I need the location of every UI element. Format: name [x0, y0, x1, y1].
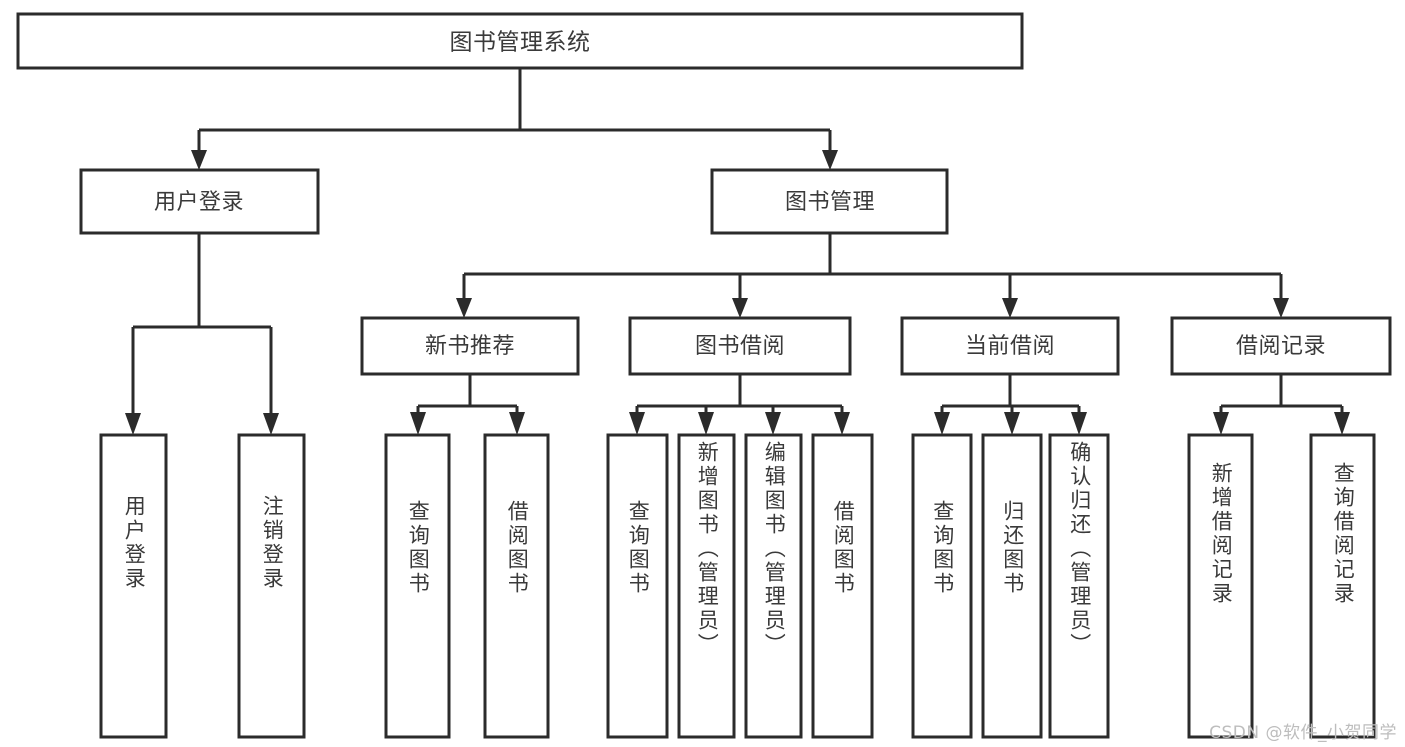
node-borrowing-record[interactable]: 借阅记录	[1170, 316, 1392, 376]
arrow-head-leaf-confirm-return	[1071, 412, 1087, 435]
arrow-head-leaf-add-record	[1213, 412, 1229, 435]
node-book-borrowing[interactable]: 图书借阅	[628, 316, 852, 376]
arrow-head-user-login	[191, 150, 207, 170]
node-user-login[interactable]: 用户登录	[79, 168, 320, 235]
leaf-box-logout[interactable]	[237, 433, 306, 739]
arrow-head-leaf-edit-book	[765, 412, 781, 435]
arrow-head-current-borrow	[1002, 298, 1018, 318]
arrow-head-book-borrow	[732, 298, 748, 318]
arrow-head-leaf-query-record	[1334, 412, 1350, 435]
node-book-management-label: 图书管理	[785, 190, 875, 215]
leaf-box-edit-book[interactable]	[744, 433, 803, 739]
leaf-box-query-book-3[interactable]	[911, 433, 973, 739]
leaf-box-layer	[99, 433, 1376, 739]
arrow-head-leaf-query-book-2	[629, 412, 645, 435]
node-current-borrowing-box[interactable]	[900, 316, 1120, 376]
leaf-box-confirm-return[interactable]	[1048, 433, 1110, 739]
node-root-label: 图书管理系统	[450, 30, 591, 56]
node-new-book-recommendation[interactable]: 新书推荐	[360, 316, 580, 376]
leaf-box-add-record[interactable]	[1187, 433, 1254, 739]
leaf-box-borrow-book-2[interactable]	[811, 433, 874, 739]
node-root-book-management-system[interactable]: 图书管理系统	[16, 12, 1024, 70]
node-user-login-label: 用户登录	[154, 190, 244, 215]
node-root-box[interactable]	[16, 12, 1024, 70]
arrow-head-borrow-record	[1273, 298, 1289, 318]
arrow-head-leaf-query-book-1	[410, 412, 426, 435]
connector-layer	[125, 68, 1350, 435]
node-borrowing-record-box[interactable]	[1170, 316, 1392, 376]
node-current-borrowing[interactable]: 当前借阅	[900, 316, 1120, 376]
leaf-box-add-book[interactable]	[677, 433, 736, 739]
arrow-head-leaf-borrow-book-1	[509, 412, 525, 435]
node-book-management-box[interactable]	[710, 168, 949, 235]
node-book-borrowing-box[interactable]	[628, 316, 852, 376]
node-new-book-recommendation-box[interactable]	[360, 316, 580, 376]
node-user-login-box[interactable]	[79, 168, 320, 235]
node-book-management[interactable]: 图书管理	[710, 168, 949, 235]
node-borrowing-record-label: 借阅记录	[1236, 334, 1326, 359]
arrow-head-leaf-return-book	[1004, 412, 1020, 435]
node-new-book-recommendation-label: 新书推荐	[425, 334, 515, 359]
arrow-head-leaf-borrow-book-2	[834, 412, 850, 435]
leaf-box-query-record[interactable]	[1309, 433, 1376, 739]
arrow-head-leaf-add-book	[698, 412, 714, 435]
arrow-head-leaf-user-login	[125, 413, 141, 435]
arrow-head-leaf-query-book-3	[934, 412, 950, 435]
leaf-box-query-book-1[interactable]	[384, 433, 451, 739]
csdn-watermark: CSDN @软件_小贺同学	[1209, 723, 1397, 743]
leaf-box-borrow-book-1[interactable]	[483, 433, 550, 739]
leaf-box-query-book-2[interactable]	[606, 433, 669, 739]
arrow-head-book-mgmt	[822, 150, 838, 170]
leaf-box-user-login[interactable]	[99, 433, 168, 739]
node-book-borrowing-label: 图书借阅	[695, 334, 785, 359]
arrow-head-new-book-rec	[456, 298, 472, 318]
arrow-head-leaf-logout	[263, 413, 279, 435]
node-current-borrowing-label: 当前借阅	[965, 334, 1055, 359]
leaf-box-return-book[interactable]	[981, 433, 1043, 739]
